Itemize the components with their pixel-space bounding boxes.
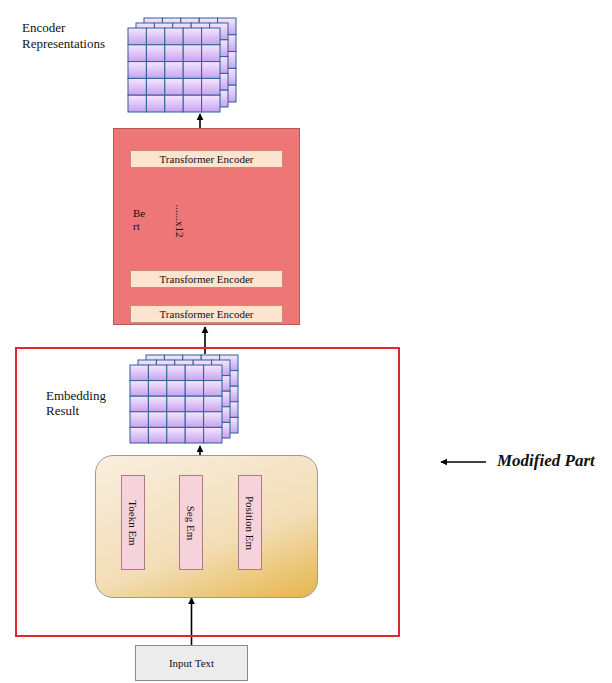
- embedding-component: Toekn Em: [121, 475, 145, 570]
- bert-block: Be rt......x12Transformer EncoderTransfo…: [113, 128, 300, 325]
- matrix-layer: [138, 360, 230, 438]
- matrix-cell: [202, 62, 220, 79]
- matrix-cell: [167, 381, 185, 397]
- matrix-cell: [202, 78, 220, 95]
- matrix-cell: [146, 45, 164, 62]
- matrix-cell: [130, 381, 148, 397]
- matrix-cell: [204, 365, 222, 381]
- matrix-cell: [204, 412, 222, 428]
- callout-arrow: [441, 461, 486, 463]
- matrix-cell: [202, 95, 220, 112]
- matrix-cell: [185, 427, 203, 443]
- matrix-cell: [146, 28, 164, 45]
- encoder-layer: Transformer Encoder: [130, 305, 283, 323]
- matrix-cell: [185, 412, 203, 428]
- matrix-stack: [130, 355, 238, 443]
- matrix-cell: [148, 381, 166, 397]
- matrix-cell: [146, 62, 164, 79]
- node-label: Toekn Em: [127, 500, 140, 545]
- embedding-component: Seg Em: [179, 475, 203, 570]
- matrix-layer: [144, 18, 236, 102]
- flow-arrow: [199, 114, 201, 128]
- matrix-cell: [202, 45, 220, 62]
- matrix-cell: [148, 427, 166, 443]
- matrix-cell: [165, 45, 183, 62]
- node-label: Transformer Encoder: [160, 273, 254, 286]
- matrix-cell: [185, 365, 203, 381]
- modified-region: Embedding ResultToekn Em Seg Em Position E…: [15, 347, 400, 637]
- matrix-cell: [128, 45, 146, 62]
- matrix-cell: [148, 365, 166, 381]
- matrix-cell: [165, 28, 183, 45]
- matrix-cell: [130, 365, 148, 381]
- matrix-stack: [128, 18, 236, 112]
- matrix-cell: [183, 62, 201, 79]
- matrix-cell: [130, 412, 148, 428]
- node-label: Position Em: [244, 495, 257, 549]
- block-name: Be rt: [133, 207, 145, 232]
- matrix-cell: [185, 396, 203, 412]
- matrix-cell: [183, 45, 201, 62]
- matrix-cell: [128, 28, 146, 45]
- matrix-cell: [128, 95, 146, 112]
- matrix-layer: [136, 23, 228, 107]
- matrix-cell: [204, 427, 222, 443]
- matrix-cell: [183, 28, 201, 45]
- node-label: Transformer Encoder: [160, 153, 254, 166]
- matrix-cell: [148, 396, 166, 412]
- matrix-cell: [128, 62, 146, 79]
- matrix-cell: [183, 78, 201, 95]
- matrix-cell: [204, 396, 222, 412]
- matrix-cell: [128, 78, 146, 95]
- matrix-cell: [183, 95, 201, 112]
- node-label: Transformer Encoder: [160, 308, 254, 321]
- matrix-cell: [167, 396, 185, 412]
- node-label: Embedding Result: [46, 389, 106, 419]
- matrix-cell: [130, 396, 148, 412]
- matrix-layer: [130, 365, 222, 443]
- flow-arrow: [199, 446, 201, 455]
- embedding-layer-box: Toekn Em Seg Em Position Em: [95, 455, 318, 598]
- matrix-cell: [167, 427, 185, 443]
- matrix-layer: [128, 28, 220, 112]
- callout-label: Modified Part: [497, 451, 595, 471]
- flow-arrow: [204, 327, 206, 354]
- matrix-cell: [146, 78, 164, 95]
- matrix-cell: [167, 365, 185, 381]
- flow-arrow: [191, 598, 193, 645]
- matrix-cell: [185, 381, 203, 397]
- matrix-cell: [146, 95, 164, 112]
- encoder-layer: Transformer Encoder: [130, 150, 283, 168]
- matrix-cell: [202, 28, 220, 45]
- node-label: Seg Em: [185, 505, 198, 540]
- matrix-cell: [148, 412, 166, 428]
- matrix-cell: [165, 95, 183, 112]
- matrix-layer: [146, 355, 238, 433]
- input-box: Input Text: [135, 645, 248, 681]
- matrix-cell: [165, 62, 183, 79]
- matrix-cell: [204, 381, 222, 397]
- embedding-component: Position Em: [238, 475, 262, 570]
- repeat-note: ......x12: [174, 205, 187, 238]
- encoder-layer: Transformer Encoder: [130, 270, 283, 288]
- matrix-cell: [165, 78, 183, 95]
- matrix-cell: [130, 427, 148, 443]
- node-label: Input Text: [169, 657, 214, 670]
- matrix-cell: [167, 412, 185, 428]
- output-label: Encoder Representations: [22, 20, 105, 51]
